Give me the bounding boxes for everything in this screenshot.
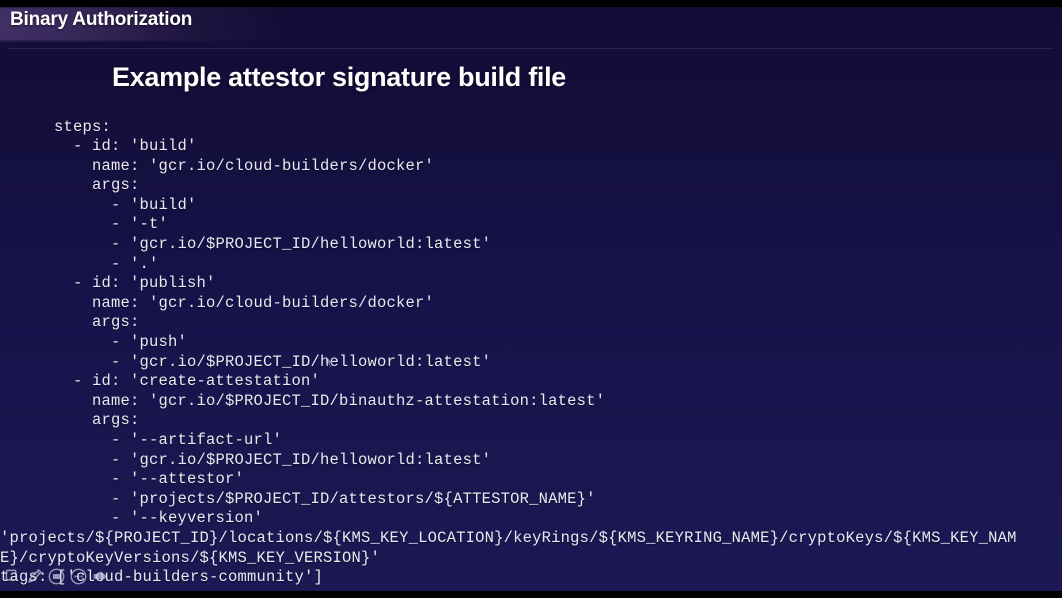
deck-kicker-title: Binary Authorization	[10, 9, 193, 30]
code-line: - 'gcr.io/$PROJECT_ID/helloworld:latest'	[54, 352, 492, 371]
code-line: - '--keyversion'	[54, 509, 264, 528]
code-line: args:	[54, 411, 140, 430]
code-line-wrapped: 'projects/${PROJECT_ID}/locations/${KMS_…	[0, 528, 1017, 567]
code-line: - id: 'publish'	[54, 274, 216, 293]
slide-canvas: Binary Authorization Example attestor si…	[0, 7, 1062, 591]
code-line: - '-t'	[54, 215, 169, 234]
code-line: - 'push'	[54, 333, 188, 352]
code-line: args:	[54, 176, 140, 195]
slide-header: Binary Authorization	[0, 7, 1062, 41]
code-block: steps: - id: 'build' name: 'gcr.io/cloud…	[0, 117, 1044, 588]
pen-icon[interactable]	[24, 566, 45, 587]
code-line: args:	[54, 313, 140, 332]
code-line: - 'gcr.io/$PROJECT_ID/helloworld:latest'	[54, 450, 492, 469]
code-line: tags: ['cloud-builders-community']	[0, 568, 324, 587]
header-divider	[8, 48, 1054, 49]
code-line: name: 'gcr.io/$PROJECT_ID/binauthz-attes…	[54, 391, 606, 410]
code-line: - 'projects/$PROJECT_ID/attestors/${ATTE…	[54, 489, 596, 508]
next-slide-arrow-icon[interactable]	[90, 566, 111, 587]
code-line: - id: 'build'	[54, 137, 197, 156]
code-line: steps:	[54, 117, 112, 136]
code-line: - id: 'create-attestation'	[54, 372, 321, 391]
slide-view-icon[interactable]	[46, 566, 67, 587]
pointer-icon[interactable]	[2, 566, 23, 587]
code-line: - '--attestor'	[54, 470, 245, 489]
slide-title: Example attestor signature build file	[112, 62, 567, 92]
more-options-icon[interactable]	[68, 566, 89, 587]
code-line: - 'build'	[54, 195, 197, 214]
letterbox-bottom	[0, 591, 1062, 598]
code-line: - '--artifact-url'	[54, 431, 283, 449]
code-line: - '.'	[54, 254, 159, 273]
code-line: name: 'gcr.io/cloud-builders/docker'	[54, 293, 435, 312]
code-line: name: 'gcr.io/cloud-builders/docker'	[54, 156, 435, 175]
presenter-toolbar[interactable]	[2, 564, 111, 588]
letterbox-top	[0, 0, 1062, 7]
code-line: - 'gcr.io/$PROJECT_ID/helloworld:latest'	[54, 235, 492, 254]
